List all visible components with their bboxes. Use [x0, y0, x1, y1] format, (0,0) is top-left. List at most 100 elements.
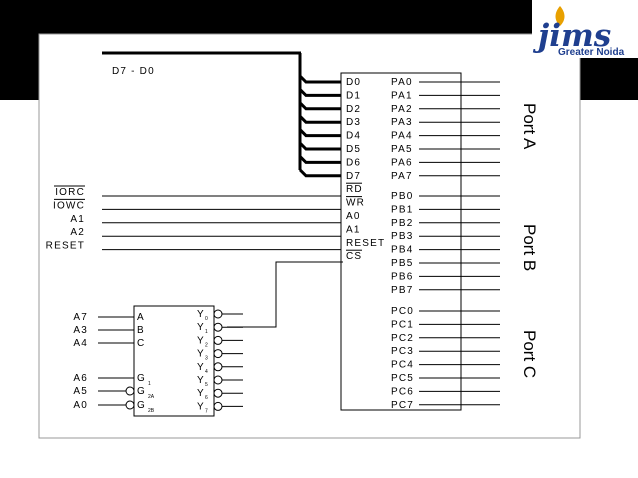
chip-pin-pc2: PC2 [391, 333, 414, 344]
bus-branch-d2 [298, 101, 341, 111]
control-label-iorc: IORC [55, 187, 85, 198]
chip-pin-pb1: PB1 [391, 204, 414, 215]
decoder-output-y2: Y [197, 335, 205, 346]
output-bubble-y3 [213, 349, 223, 359]
control-label-a1: A1 [70, 214, 85, 225]
chip-pin-pc4: PC4 [391, 360, 414, 371]
chip-pin-pb6: PB6 [391, 271, 414, 282]
chip-pin-d3: D3 [346, 117, 361, 128]
chip-pin-pc7: PC7 [391, 400, 414, 411]
decoder-output-subscript-2: 2 [205, 342, 208, 348]
control-label-iowc: IOWC [53, 200, 85, 211]
ppi-8255-chip [340, 72, 462, 411]
data-bus: D7 - D0 [102, 51, 302, 170]
decoder-output-y1: Y [197, 322, 205, 333]
chip-pin-pa5: PA5 [391, 144, 413, 155]
decoder-74138 [133, 305, 215, 417]
decoder-output-subscript-1: 1 [205, 329, 208, 335]
decoder-pin-g-3: G [137, 373, 146, 384]
bus-branch-d6 [298, 155, 341, 164]
port-labels: Port A Port B Port C [520, 103, 539, 378]
chip-pin-pb0: PB0 [391, 191, 414, 202]
bus-branch-d0 [298, 74, 341, 84]
decoder-input-label-a7: A7 [73, 312, 88, 323]
decoder-input-label-a5: A5 [73, 386, 88, 397]
decoder-pin-a-0: A [137, 312, 145, 323]
chip-pin-d2: D2 [346, 104, 361, 115]
logo-name: jims [532, 18, 611, 54]
chip-pin-pc6: PC6 [391, 386, 414, 397]
bus-branch-d1 [298, 88, 341, 97]
decoder-output-y4: Y [197, 362, 205, 373]
decoder-output-y3: Y [197, 349, 205, 360]
chip-pin-pb2: PB2 [391, 218, 414, 229]
decoder-input-label-a0: A0 [73, 400, 88, 411]
bus-branch-d7 [298, 168, 341, 178]
port-label-1: Port B [520, 224, 539, 271]
chip-pin-pa3: PA3 [391, 117, 413, 128]
chip-pin-pb7: PB7 [391, 285, 414, 296]
chip-pin-rd: RD [346, 184, 363, 195]
data-bus-label: D7 - D0 [112, 66, 155, 77]
chip-right-pins: PA0PA1PA2PA3PA4PA5PA6PA7PB0PB1PB2PB3PB4P… [391, 77, 500, 411]
control-label-reset: RESET [46, 241, 85, 252]
chip-pin-d0: D0 [346, 77, 361, 88]
decoder-enable-subscript-1: 2A [148, 394, 155, 400]
chip-pin-a1: A1 [346, 224, 361, 235]
decoder-input-label-a4: A4 [73, 338, 88, 349]
output-bubble-y6 [213, 388, 223, 398]
logo-location: Greater Noida [558, 47, 625, 58]
chip-pin-pa0: PA0 [391, 77, 413, 88]
chip-pin-cs: CS [346, 251, 362, 262]
chip-pin-pa6: PA6 [391, 157, 413, 168]
chip-pin-d4: D4 [346, 131, 361, 142]
bus-branch-d3 [298, 115, 341, 124]
decoder-output-y7: Y [197, 401, 205, 412]
chip-pin-pc5: PC5 [391, 373, 414, 384]
output-bubble-y1 [213, 322, 223, 332]
left-black-block [0, 34, 39, 100]
decoder-input-label-a6: A6 [73, 373, 88, 384]
decoder-enable-subscript-2: 2B [148, 408, 155, 414]
chip-pin-pb4: PB4 [391, 245, 414, 256]
chip-pin-d7: D7 [346, 171, 361, 182]
decoder-output-subscript-5: 5 [205, 382, 208, 388]
output-bubble-y2 [213, 335, 223, 345]
chip-pin-wr: WR [346, 198, 365, 209]
top-black-band [0, 0, 638, 34]
jims-logo: jims Greater Noida [532, 0, 638, 58]
decoder-output-subscript-7: 7 [205, 408, 208, 414]
chip-pin-pc3: PC3 [391, 346, 414, 357]
bus-branch-d5 [298, 141, 341, 151]
output-bubble-y7 [213, 401, 223, 411]
chip-pin-pa2: PA2 [391, 104, 413, 115]
decoder-pin-g-5: G [137, 400, 146, 411]
inversion-bubble-a0 [125, 400, 135, 410]
chip-pin-pa1: PA1 [391, 90, 413, 101]
chip-pin-a0: A0 [346, 211, 361, 222]
chip-pin-pb5: PB5 [391, 258, 414, 269]
chip-pin-pa4: PA4 [391, 131, 413, 142]
inversion-bubble-a5 [125, 386, 135, 396]
chip-pin-pa7: PA7 [391, 171, 413, 182]
chip-pin-reset: RESET [346, 238, 385, 249]
decoder-input-label-a3: A3 [73, 325, 88, 336]
chip-pin-d1: D1 [346, 90, 361, 101]
decoder-output-subscript-4: 4 [205, 369, 208, 375]
bus-branch-d4 [298, 128, 341, 138]
chip-pin-d6: D6 [346, 157, 361, 168]
chip-select-wire [227, 261, 343, 328]
decoder-output-y0: Y [197, 309, 205, 320]
decoder-pin-b-1: B [137, 325, 145, 336]
output-bubble-y5 [213, 375, 223, 385]
flame-icon [555, 6, 565, 26]
decoder-output-y6: Y [197, 388, 205, 399]
port-label-0: Port A [520, 103, 539, 150]
data-bus-branches [298, 74, 341, 178]
port-label-2: Port C [520, 330, 539, 378]
decoder-output-subscript-0: 0 [205, 316, 208, 322]
